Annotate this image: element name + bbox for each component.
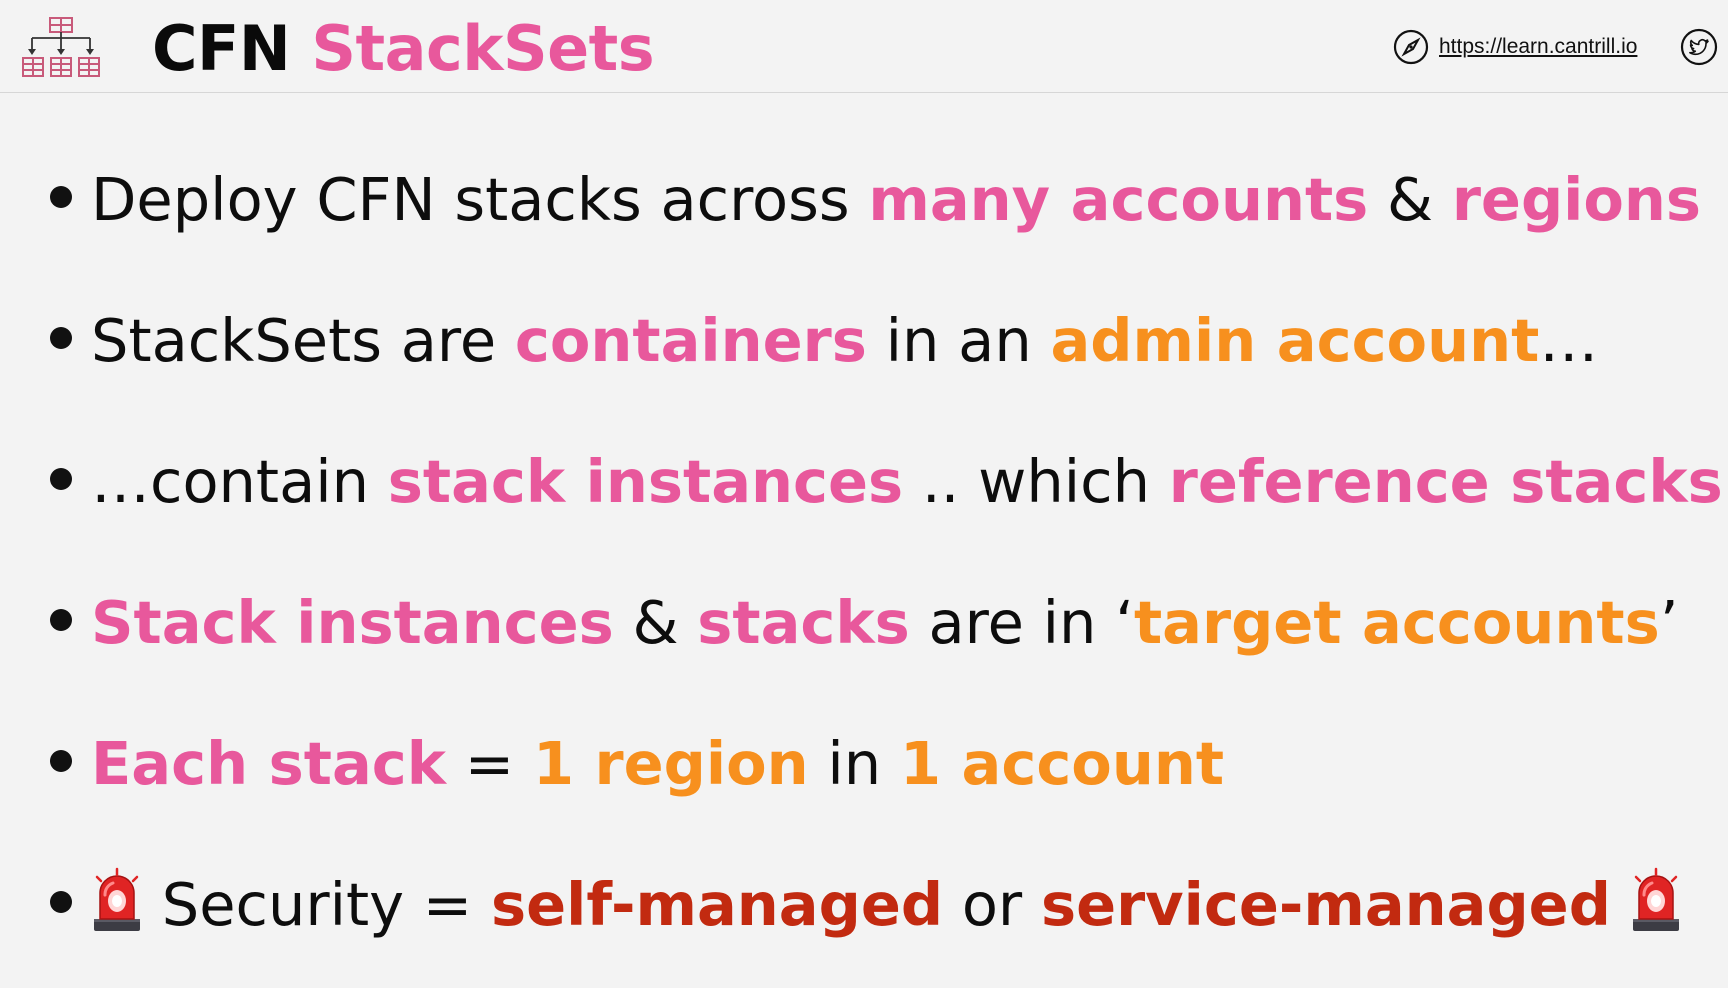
bullet-text: & bbox=[1368, 165, 1452, 234]
bullet-text: Deploy CFN stacks across bbox=[91, 165, 869, 234]
bullet-list: Deploy CFN stacks across many accounts &… bbox=[50, 142, 1723, 988]
bullet-dot bbox=[50, 468, 72, 490]
bullet-text: or bbox=[943, 870, 1041, 939]
bullet-text: in an bbox=[866, 306, 1051, 375]
highlight-text: Each stack bbox=[91, 729, 446, 798]
bullet-text: … bbox=[1539, 306, 1599, 375]
bullet-dot bbox=[50, 186, 72, 208]
slide-header: CFN StackSets https://learn.cantrill.io bbox=[0, 0, 1728, 93]
bullet-text: are in ‘ bbox=[909, 588, 1134, 657]
highlight-text: 1 account bbox=[899, 729, 1225, 798]
title-highlight: StackSets bbox=[311, 12, 655, 85]
bullet-text: in bbox=[808, 729, 900, 798]
stackset-hierarchy-icon bbox=[22, 17, 100, 77]
bullet-dot bbox=[50, 891, 72, 913]
bullet-item: Stack instances & stacks are in ‘target … bbox=[50, 565, 1723, 706]
bullet-text: ’ bbox=[1659, 588, 1679, 657]
bullet-text: & bbox=[613, 588, 698, 657]
highlight-text: self-managed bbox=[491, 870, 944, 939]
highlight-text: Stack instances bbox=[91, 588, 614, 657]
bullet-dot bbox=[50, 327, 72, 349]
bullet-text: = bbox=[445, 729, 533, 798]
highlight-text: regions bbox=[1451, 165, 1702, 234]
bullet-item: Security = self-managed or service-manag… bbox=[50, 847, 1723, 988]
bullet-item: Deploy CFN stacks across many accounts &… bbox=[50, 142, 1723, 283]
bullet-text: StackSets are bbox=[91, 306, 515, 375]
bullet-dot bbox=[50, 750, 72, 772]
highlight-text: many accounts bbox=[868, 165, 1369, 234]
bullet-item: …contain stack instances .. which refere… bbox=[50, 424, 1723, 565]
highlight-text: stacks bbox=[697, 588, 910, 657]
website-link[interactable]: https://learn.cantrill.io bbox=[1439, 35, 1638, 58]
highlight-text: reference stacks bbox=[1168, 447, 1723, 516]
highlight-text: admin account bbox=[1050, 306, 1540, 375]
highlight-text: containers bbox=[514, 306, 867, 375]
bullet-text: …contain bbox=[91, 447, 388, 516]
bullet-text: Security = bbox=[161, 870, 491, 939]
bullet-text: .. which bbox=[903, 447, 1169, 516]
highlight-text: 1 region bbox=[532, 729, 809, 798]
highlight-text: stack instances bbox=[387, 447, 904, 516]
highlight-text: target accounts bbox=[1133, 588, 1660, 657]
bullet-item: Each stack = 1 region in 1 account bbox=[50, 706, 1723, 847]
siren-icon bbox=[1632, 867, 1679, 931]
bullet-item: StackSets are containers in an admin acc… bbox=[50, 283, 1723, 424]
bullet-dot bbox=[50, 609, 72, 631]
page-title: CFN StackSets bbox=[152, 10, 655, 88]
siren-icon bbox=[94, 867, 140, 931]
compass-icon bbox=[1393, 29, 1429, 65]
twitter-icon[interactable] bbox=[1680, 28, 1718, 66]
title-prefix: CFN bbox=[152, 12, 291, 85]
highlight-text: service-managed bbox=[1040, 870, 1611, 939]
